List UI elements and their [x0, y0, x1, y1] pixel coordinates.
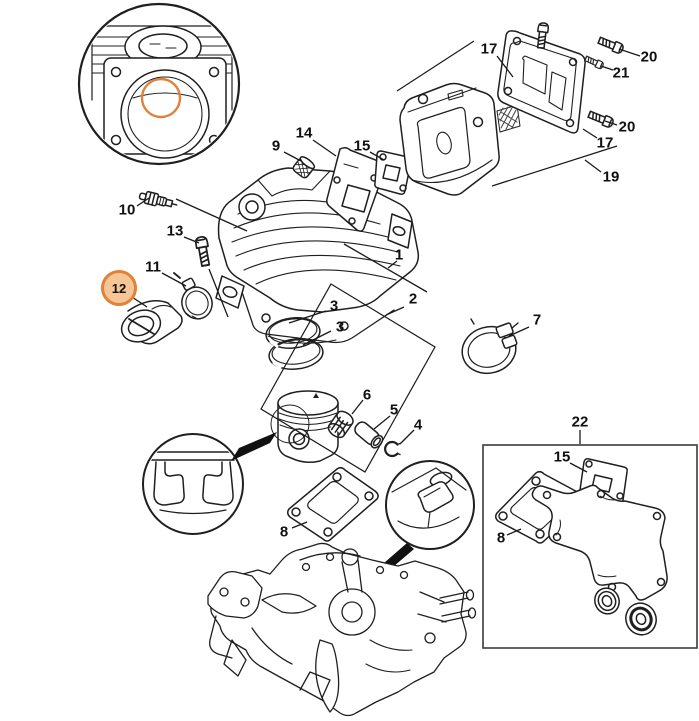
callout-4[interactable]: 4: [413, 416, 423, 434]
leader-line: [604, 120, 618, 126]
leader-line: [351, 399, 364, 415]
inset-piston-detail: [142, 432, 277, 535]
highlight-ring: [140, 77, 182, 119]
inset-crankcase-detail: [361, 460, 475, 590]
leader-line: [600, 65, 614, 71]
callout-15[interactable]: 15: [553, 448, 571, 466]
part-muffler-cover-drawing: [497, 30, 586, 134]
group-2-bracket: [260, 283, 436, 473]
piston-detail-marker-circle: [270, 404, 310, 444]
callout-9[interactable]: 9: [271, 137, 281, 155]
part-crankcase-drawing: [207, 542, 477, 717]
callout-3[interactable]: 3: [335, 318, 345, 336]
part-wrist-pin-drawing: [354, 421, 384, 449]
callout-11[interactable]: 11: [145, 258, 161, 276]
callout-14[interactable]: 14: [295, 124, 313, 142]
callout-2[interactable]: 2: [408, 290, 418, 308]
leader-line: [584, 159, 602, 173]
leader-line: [506, 528, 522, 536]
leader-line: [491, 145, 618, 187]
leader-line: [208, 268, 229, 318]
callout-12-highlighted[interactable]: 12: [101, 270, 137, 306]
leader-line: [508, 326, 530, 337]
leader-line: [291, 521, 308, 529]
leader-line: [312, 139, 337, 157]
leader-line: [396, 40, 475, 92]
part-needle-bearing-drawing: [327, 410, 354, 439]
callout-10[interactable]: 10: [118, 201, 136, 219]
part-cylinder-gasket-drawing: [286, 466, 379, 542]
leader-line: [183, 236, 200, 244]
detail-pointer-wedge: [231, 432, 277, 461]
leader-line: [136, 197, 150, 207]
callout-22[interactable]: 22: [571, 413, 589, 431]
part-intake-boot-drawing: [120, 300, 183, 345]
callout-6[interactable]: 6: [362, 386, 372, 404]
callout-19[interactable]: 19: [602, 168, 620, 186]
part-large-clamp-drawing: [461, 318, 519, 375]
leader-line: [161, 272, 187, 287]
callout-8[interactable]: 8: [496, 529, 506, 547]
screw-20a: [596, 34, 626, 56]
part-spark-arrester-screen: [496, 104, 521, 133]
leader-line: [582, 128, 598, 139]
callout-21[interactable]: 21: [612, 64, 630, 82]
part-muffler-drawing: [399, 82, 500, 196]
callout-17[interactable]: 17: [480, 40, 498, 58]
part-piston-rings-drawing: [265, 317, 324, 370]
callout-13[interactable]: 13: [166, 222, 184, 240]
part-circlip-drawing: [384, 440, 401, 458]
part-deflector-plate-drawing: [326, 146, 386, 232]
leader-line: [131, 296, 148, 308]
leader-lines-layer: [131, 40, 698, 649]
screw-21: [583, 54, 605, 71]
leader-line: [385, 306, 405, 316]
leader-line: [302, 330, 332, 346]
cylinder-bore: [120, 69, 210, 159]
leader-line: [496, 55, 514, 78]
leader-line: [288, 310, 327, 324]
callout-20[interactable]: 20: [618, 118, 636, 136]
leader-line: [399, 429, 415, 445]
group-22-box: [482, 444, 698, 649]
part-clamp-drawing: [173, 272, 213, 320]
gasket-set-box-contents: [494, 458, 668, 636]
leader-line: [373, 415, 391, 430]
leader-line: [387, 260, 398, 269]
leader-line: [343, 243, 428, 293]
leader-line: [569, 462, 588, 473]
callout-7[interactable]: 7: [532, 311, 542, 329]
leader-line: [369, 151, 385, 161]
callout-3[interactable]: 3: [329, 297, 339, 315]
callout-8[interactable]: 8: [279, 523, 289, 541]
callout-17[interactable]: 17: [596, 134, 614, 152]
leader-line: [175, 198, 248, 232]
callout-20[interactable]: 20: [640, 48, 658, 66]
inset-cylinder-overview: [77, 2, 241, 166]
leader-line: [283, 151, 302, 162]
part-plug-drawing: [292, 156, 316, 179]
screw-13: [194, 235, 213, 268]
leader-line: [618, 48, 641, 57]
oil-seal-large: [625, 602, 657, 636]
callout-1[interactable]: 1: [394, 246, 404, 264]
callout-15[interactable]: 15: [353, 137, 371, 155]
part-cylinder-drawing: [215, 167, 420, 344]
oil-seal-small: [594, 587, 620, 615]
screw-20b: [586, 108, 616, 130]
part-spark-plug-drawing: [138, 190, 178, 208]
callout-5[interactable]: 5: [389, 401, 399, 419]
